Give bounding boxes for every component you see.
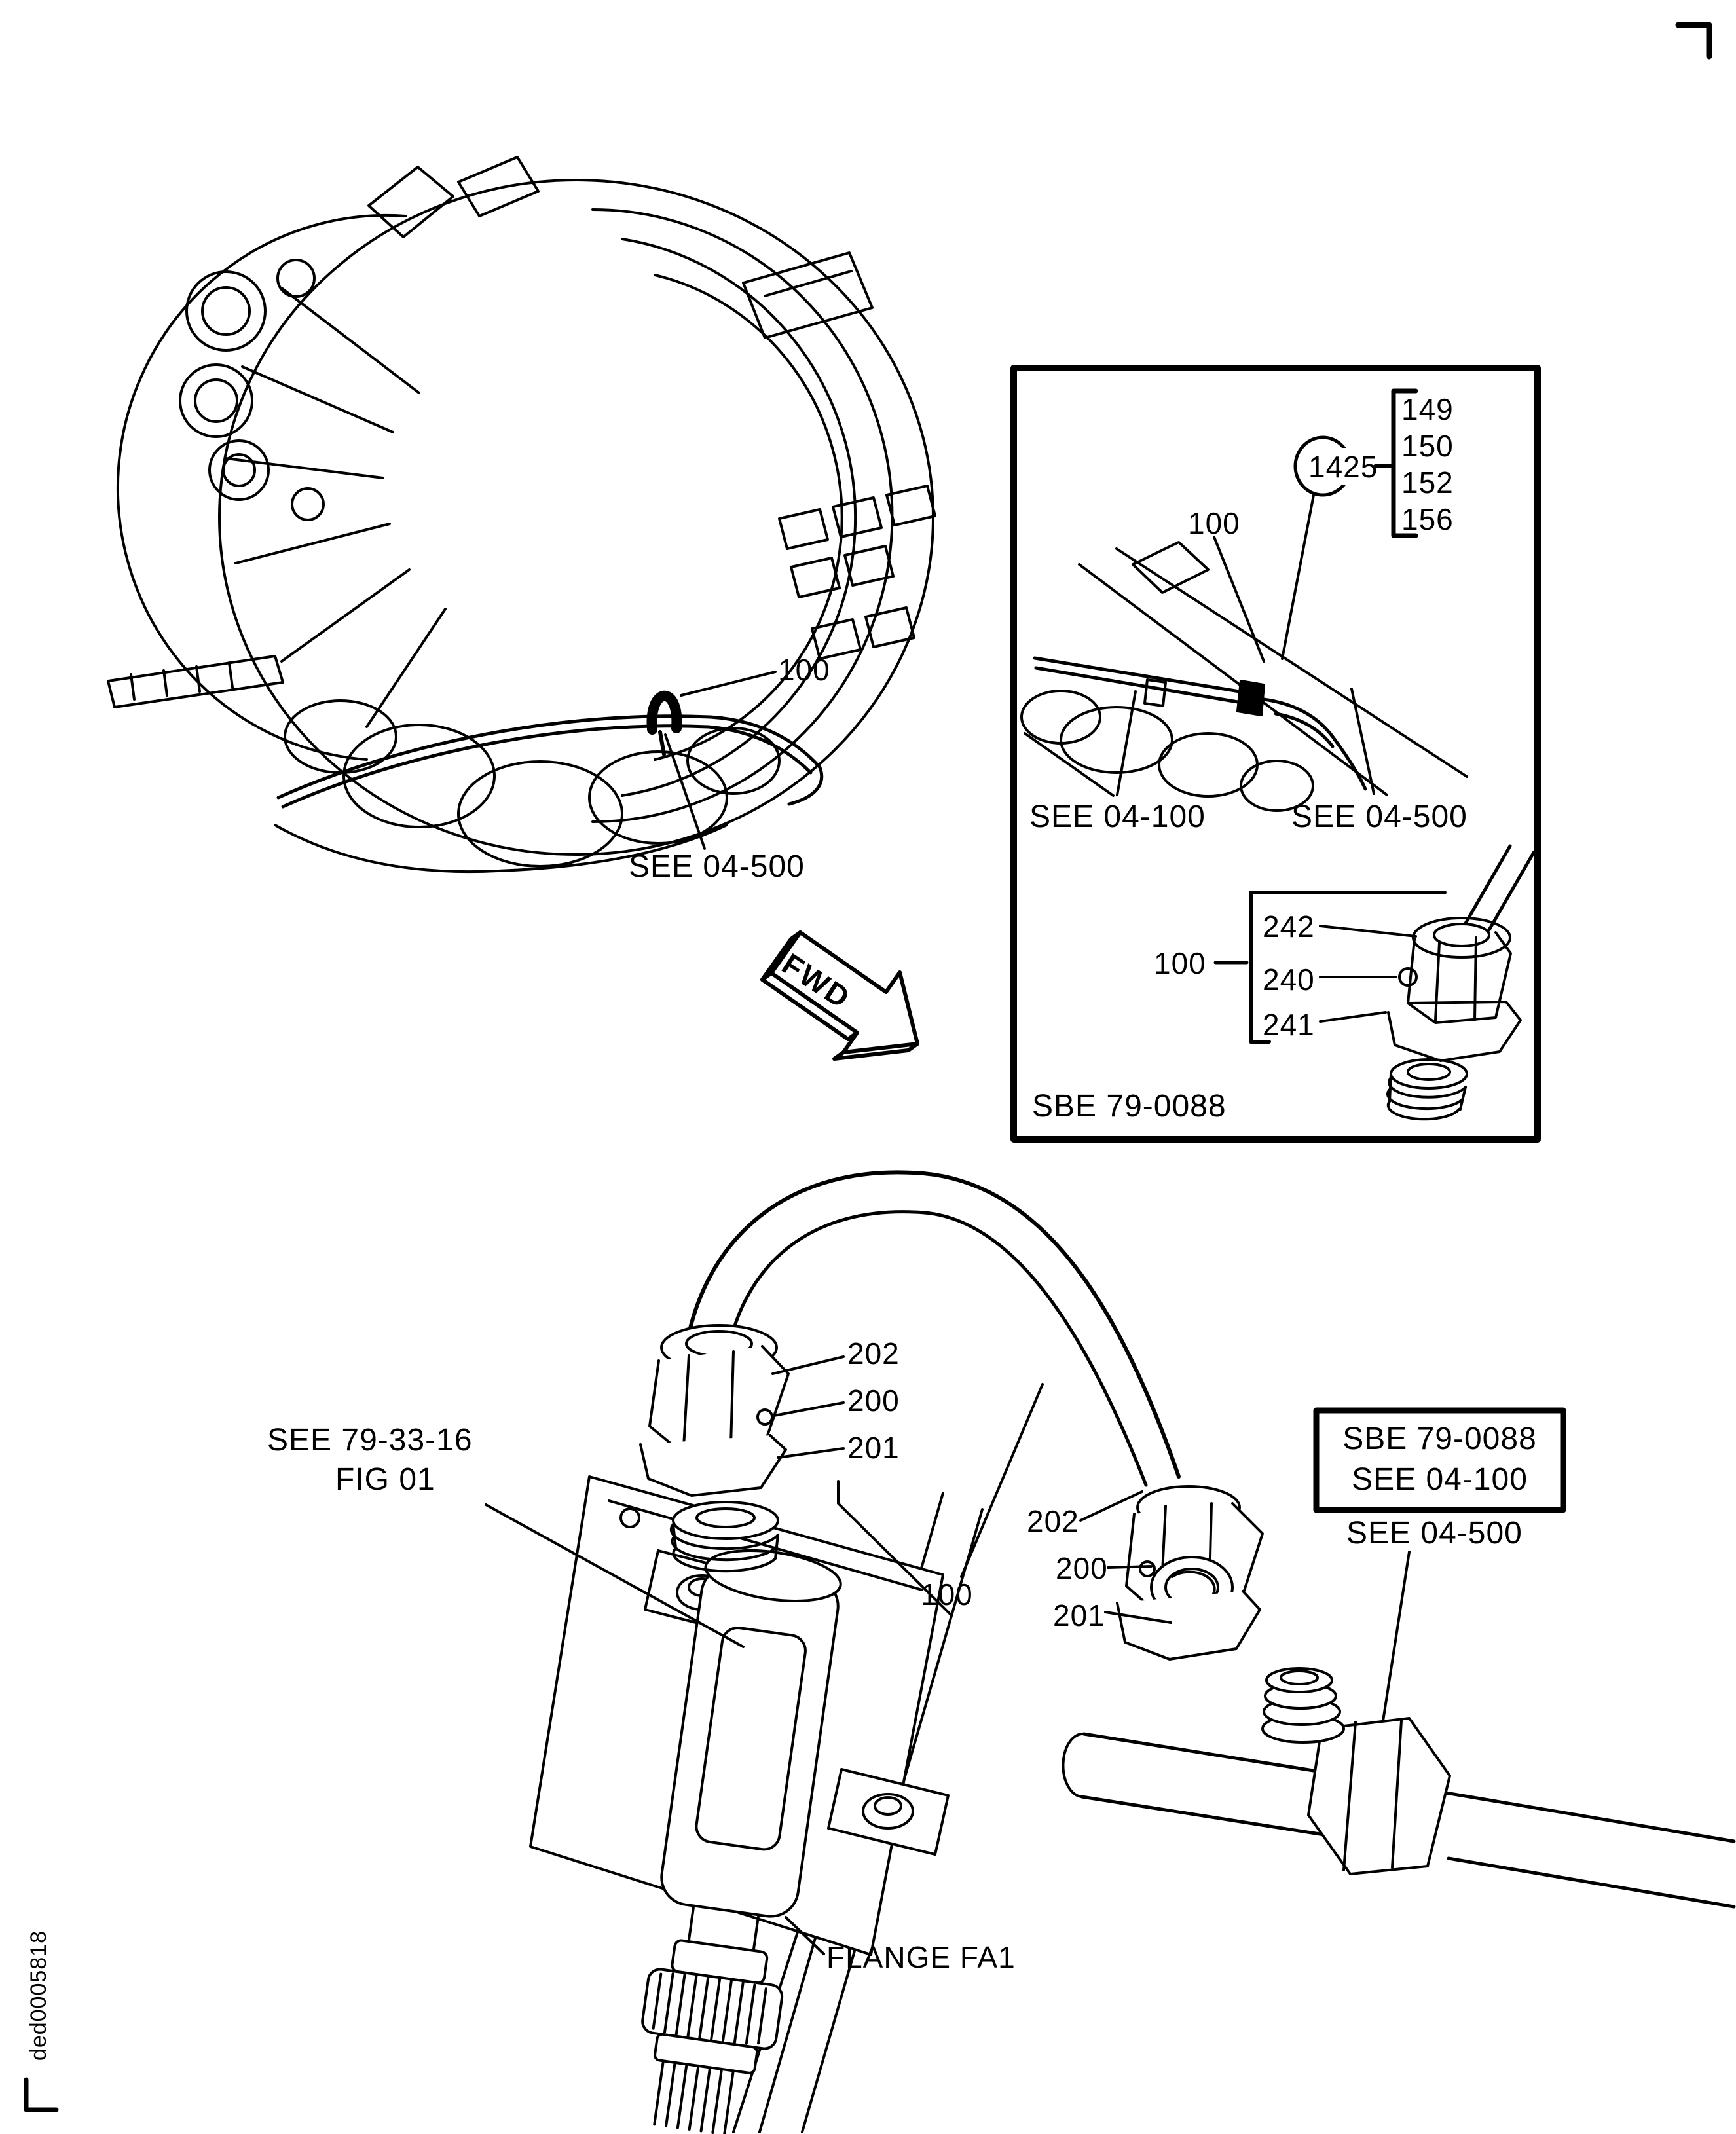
doc-code: ded0005818 bbox=[26, 1930, 51, 2061]
main-label-100: 100 bbox=[778, 653, 830, 687]
hose-label-100: 100 bbox=[921, 1577, 973, 1611]
detail-box-frame bbox=[1010, 365, 1541, 1143]
corner-marks bbox=[24, 22, 1712, 2112]
filter-ref-line2: FIG 01 bbox=[335, 1462, 435, 1497]
engine-view-artwork bbox=[107, 156, 936, 874]
filter-ref-line1: SEE 79-33-16 bbox=[267, 1423, 473, 1458]
box-callout-1425: 1425 bbox=[1308, 450, 1378, 484]
bottom-see-04-500: SEE 04-500 bbox=[1346, 1516, 1523, 1551]
box-see-04-500: SEE 04-500 bbox=[1291, 800, 1468, 834]
right-label-201: 201 bbox=[1053, 1598, 1105, 1632]
flange-label: FLANGE FA1 bbox=[826, 1940, 1016, 1974]
box-item-150: 150 bbox=[1401, 429, 1454, 463]
fitting-label-241: 241 bbox=[1263, 1008, 1315, 1042]
bottom-view-artwork bbox=[485, 1170, 1736, 2134]
left-label-202: 202 bbox=[847, 1336, 900, 1371]
box-see-04-100: SEE 04-100 bbox=[1029, 800, 1206, 834]
box-item-156: 156 bbox=[1401, 502, 1454, 536]
fitting-label-240: 240 bbox=[1263, 963, 1315, 997]
ref-box-line1: SBE 79-0088 bbox=[1342, 1422, 1537, 1456]
left-label-200: 200 bbox=[847, 1384, 900, 1418]
left-label-201: 201 bbox=[847, 1431, 900, 1465]
right-label-202: 202 bbox=[1027, 1504, 1079, 1538]
ref-box-line2: SEE 04-100 bbox=[1352, 1462, 1528, 1497]
box-code-sbe: SBE 79-0088 bbox=[1032, 1089, 1227, 1124]
box-item-152: 152 bbox=[1401, 466, 1454, 500]
box-label-100: 100 bbox=[1188, 506, 1240, 540]
box-item-149: 149 bbox=[1401, 392, 1454, 426]
main-see-04-500: SEE 04-500 bbox=[629, 849, 805, 884]
ref-box-frame bbox=[1313, 1407, 1566, 1513]
fitting-label-100: 100 bbox=[1154, 946, 1206, 980]
fwd-arrow-icon bbox=[760, 930, 919, 1061]
fitting-label-242: 242 bbox=[1263, 910, 1315, 944]
right-label-200: 200 bbox=[1056, 1551, 1108, 1585]
